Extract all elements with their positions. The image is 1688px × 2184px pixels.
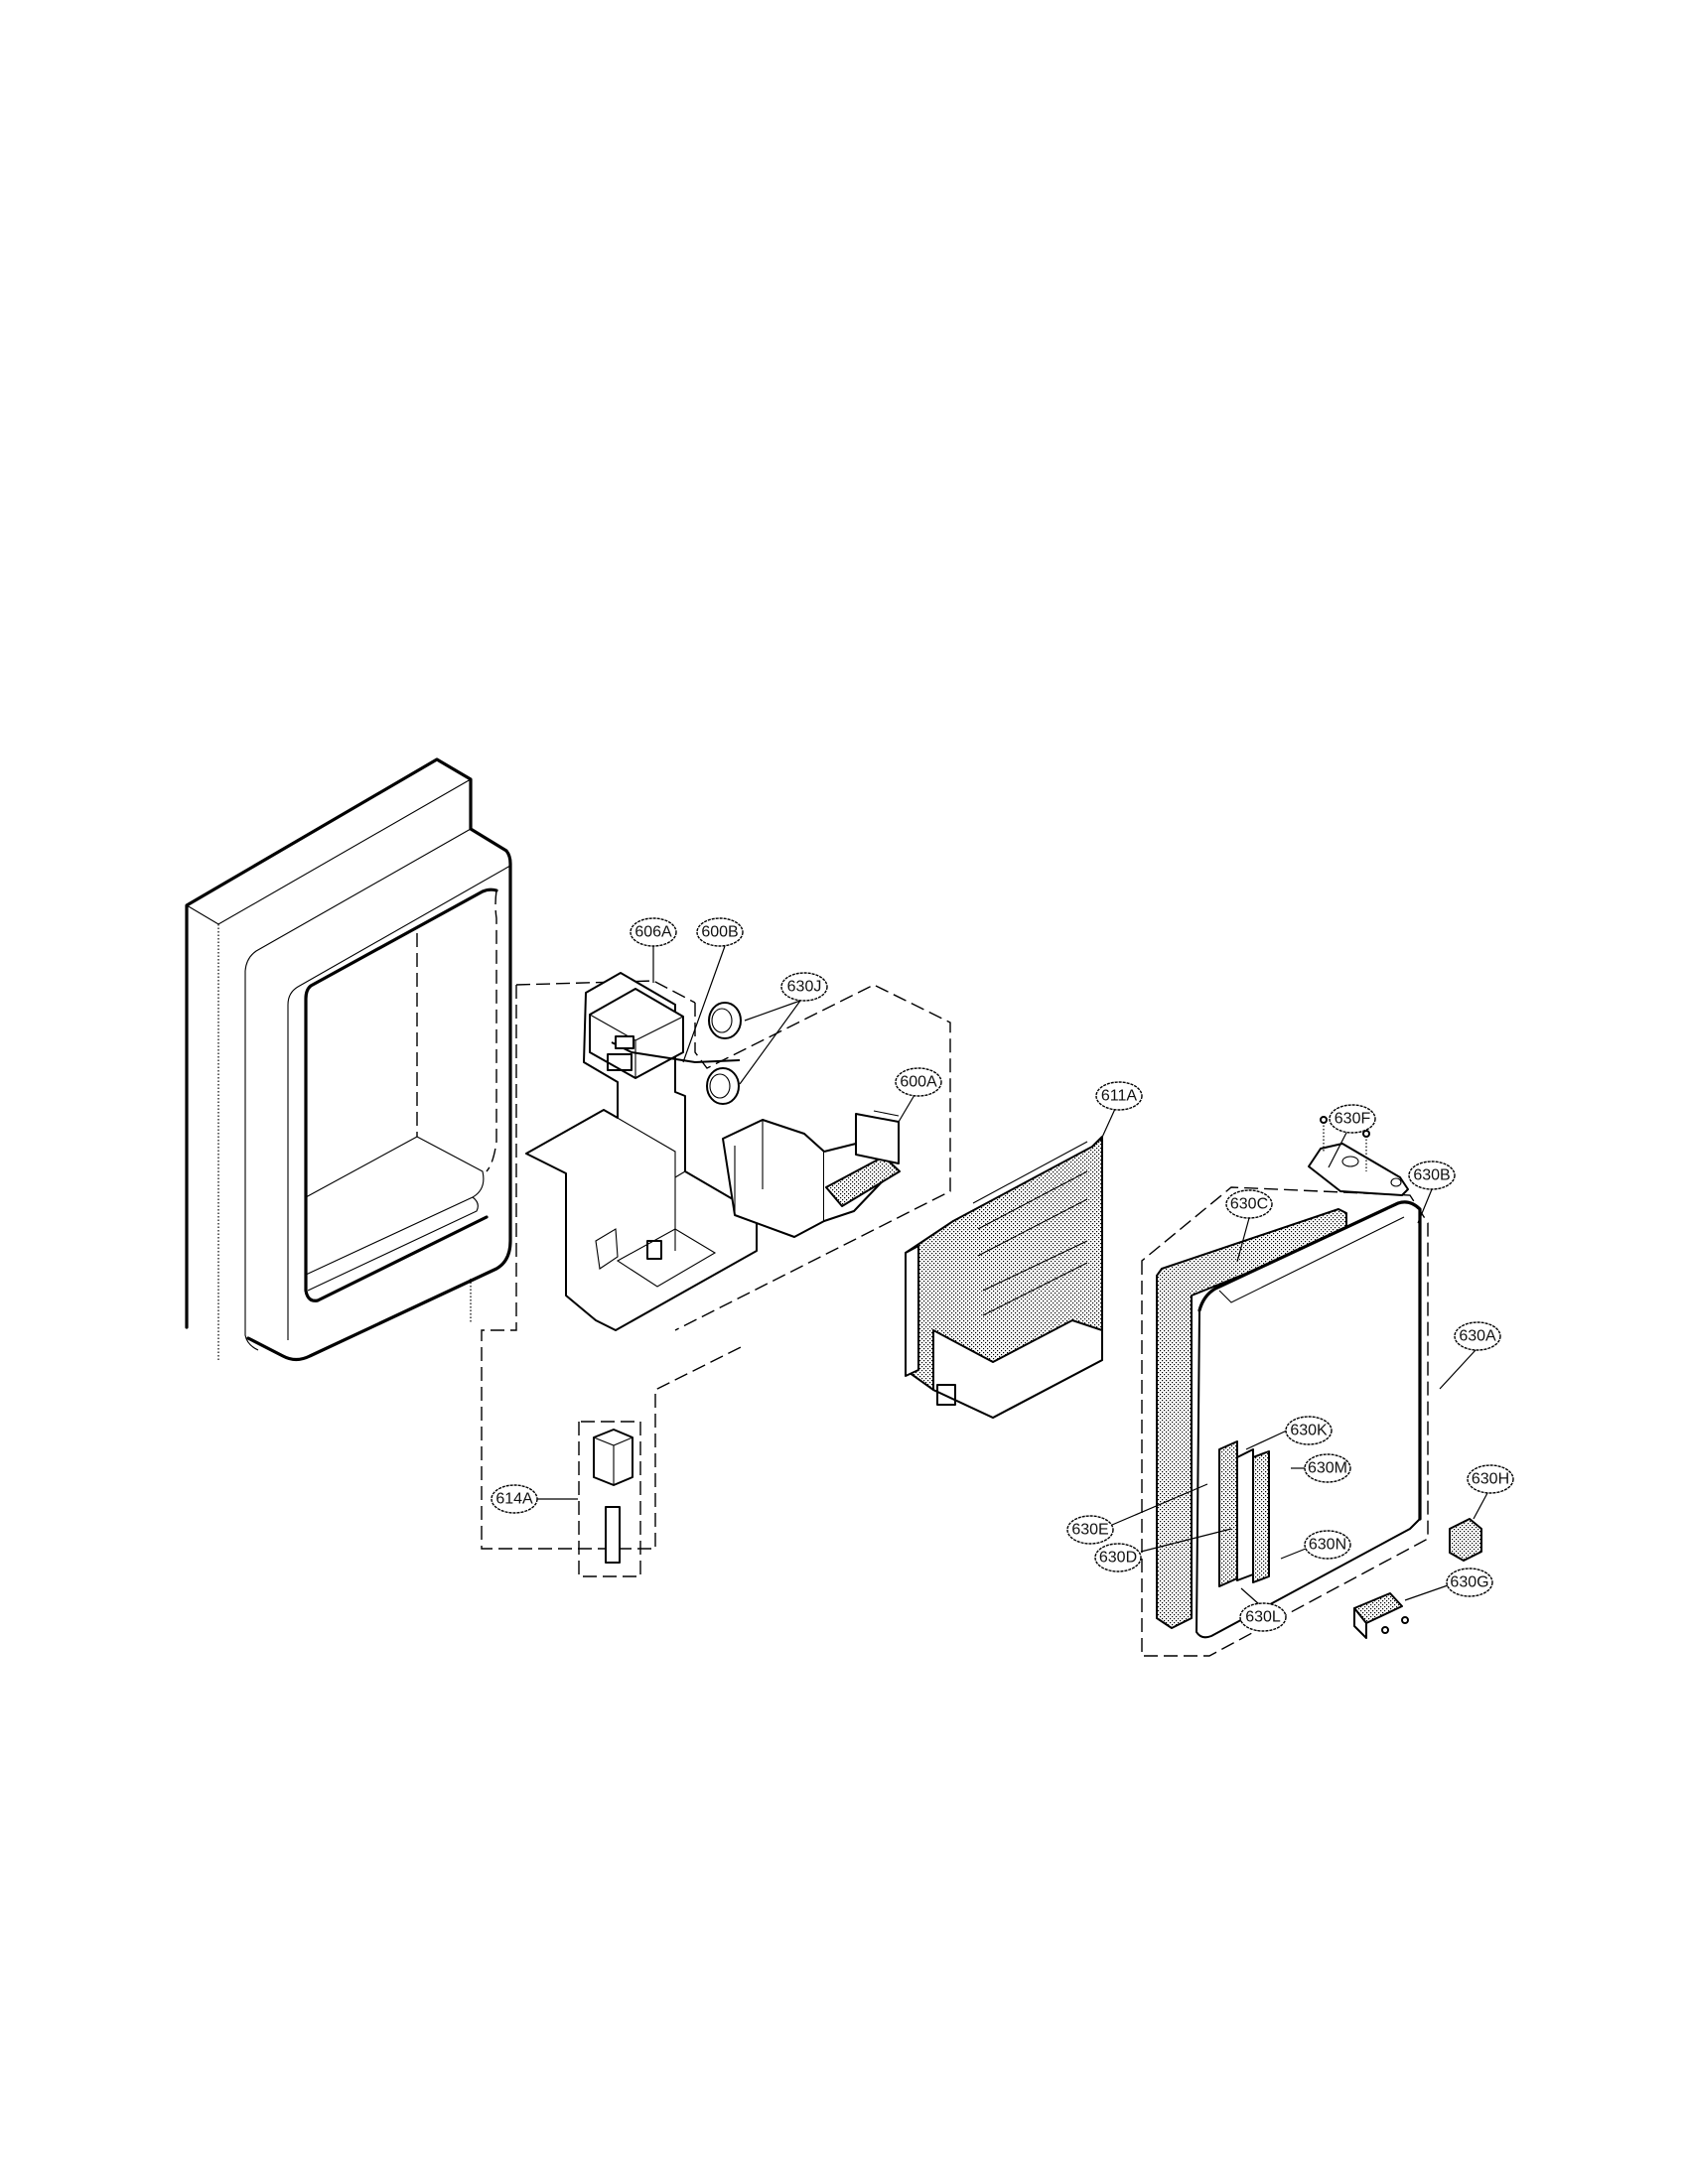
callout-label: 630N [1309, 1537, 1346, 1554]
cap-630J [706, 1002, 742, 1105]
water-valve-614A [578, 1421, 641, 1577]
callout-ellipse [1467, 1464, 1514, 1494]
callout-ellipse [491, 1484, 538, 1514]
callout-label: 606A [634, 924, 672, 941]
callout-ellipse [1225, 1189, 1273, 1219]
callout-630d[interactable]: 630D [1094, 1528, 1232, 1572]
callout-600b[interactable]: 600B [682, 917, 744, 1063]
callout-ellipse [780, 972, 828, 1002]
callout-630n[interactable]: 630N [1280, 1530, 1351, 1560]
callout-630b[interactable]: 630B [1408, 1160, 1456, 1224]
leader-line [898, 1094, 915, 1123]
leader-line [1111, 1483, 1208, 1526]
leader-line [1099, 1108, 1116, 1143]
callout-label: 630C [1230, 1196, 1268, 1213]
callout-630c[interactable]: 630C [1225, 1189, 1273, 1263]
callout-630f[interactable]: 630F [1328, 1104, 1376, 1168]
leader-line [682, 945, 726, 1063]
group-outline-600A [674, 984, 951, 1331]
callout-label: 630J [787, 979, 822, 996]
leader-line [1280, 1548, 1307, 1560]
callout-ellipse [1285, 1416, 1333, 1445]
cover-611A [905, 1136, 1103, 1419]
callout-ellipse [1454, 1321, 1501, 1351]
callout-630m[interactable]: 630M [1291, 1453, 1351, 1483]
callout-630h[interactable]: 630H [1467, 1464, 1514, 1520]
callout-630k[interactable]: 630K [1245, 1416, 1333, 1450]
bracket-630G [1353, 1592, 1409, 1639]
callout-ellipse [1239, 1602, 1287, 1632]
ice-maker-600A [722, 1110, 901, 1238]
callout-ellipse [630, 917, 677, 947]
callout-ellipse [1095, 1081, 1143, 1111]
leader-line [1236, 1217, 1250, 1263]
door-panel-left [185, 757, 512, 1362]
callout-600a[interactable]: 600A [895, 1067, 942, 1123]
leader-line [1328, 1132, 1347, 1168]
callout-ellipse [1408, 1160, 1456, 1190]
callout-ellipse [895, 1067, 942, 1097]
callout-ellipse [1446, 1568, 1493, 1597]
callout-630a[interactable]: 630A [1439, 1321, 1501, 1390]
callout-ellipse [1329, 1104, 1376, 1134]
callout-ellipse [1066, 1515, 1114, 1545]
leader-line [1473, 1492, 1488, 1520]
callout-label: 600B [701, 924, 738, 941]
callout-label: 630E [1071, 1522, 1108, 1539]
dispenser-frame-606A [481, 972, 758, 1550]
callout-label: 630L [1245, 1609, 1281, 1626]
callout-606a[interactable]: 606A [630, 917, 677, 983]
callout-layer: 606A 600B 630J 600A 611A 630F 630B 630C 630A 630K… [491, 917, 1514, 1632]
callout-label: 630H [1472, 1471, 1509, 1488]
callout-ellipse [1094, 1543, 1142, 1572]
callout-630e[interactable]: 630E [1066, 1483, 1208, 1545]
leader-line [739, 999, 802, 1085]
callout-630l[interactable]: 630L [1239, 1587, 1287, 1632]
leader-line [1140, 1528, 1232, 1553]
door-assembly-630A [1141, 1186, 1429, 1657]
leader-line [1240, 1587, 1260, 1605]
callout-630j[interactable]: 630J [739, 972, 828, 1085]
callout-label: 630B [1413, 1167, 1450, 1184]
leader-line [1439, 1349, 1477, 1390]
callout-ellipse [1304, 1530, 1351, 1560]
leader-line [1404, 1584, 1449, 1601]
callout-611a[interactable]: 611A [1095, 1081, 1143, 1143]
callout-label: 630G [1450, 1574, 1488, 1591]
callout-630g[interactable]: 630G [1404, 1568, 1493, 1601]
callout-label: 614A [495, 1491, 533, 1508]
leader-line [1417, 1188, 1433, 1224]
callout-label: 611A [1101, 1088, 1138, 1105]
callout-label: 600A [900, 1074, 937, 1091]
callout-label: 630A [1459, 1328, 1496, 1345]
callout-614a[interactable]: 614A [491, 1484, 578, 1514]
callout-ellipse [1304, 1453, 1351, 1483]
callout-label: 630K [1290, 1423, 1328, 1439]
callout-label: 630F [1335, 1111, 1371, 1128]
callout-label: 630D [1099, 1550, 1137, 1567]
callout-ellipse [696, 917, 744, 947]
cap-630H [1449, 1518, 1482, 1562]
leader-line [1245, 1430, 1288, 1450]
callout-label: 630M [1308, 1460, 1347, 1477]
